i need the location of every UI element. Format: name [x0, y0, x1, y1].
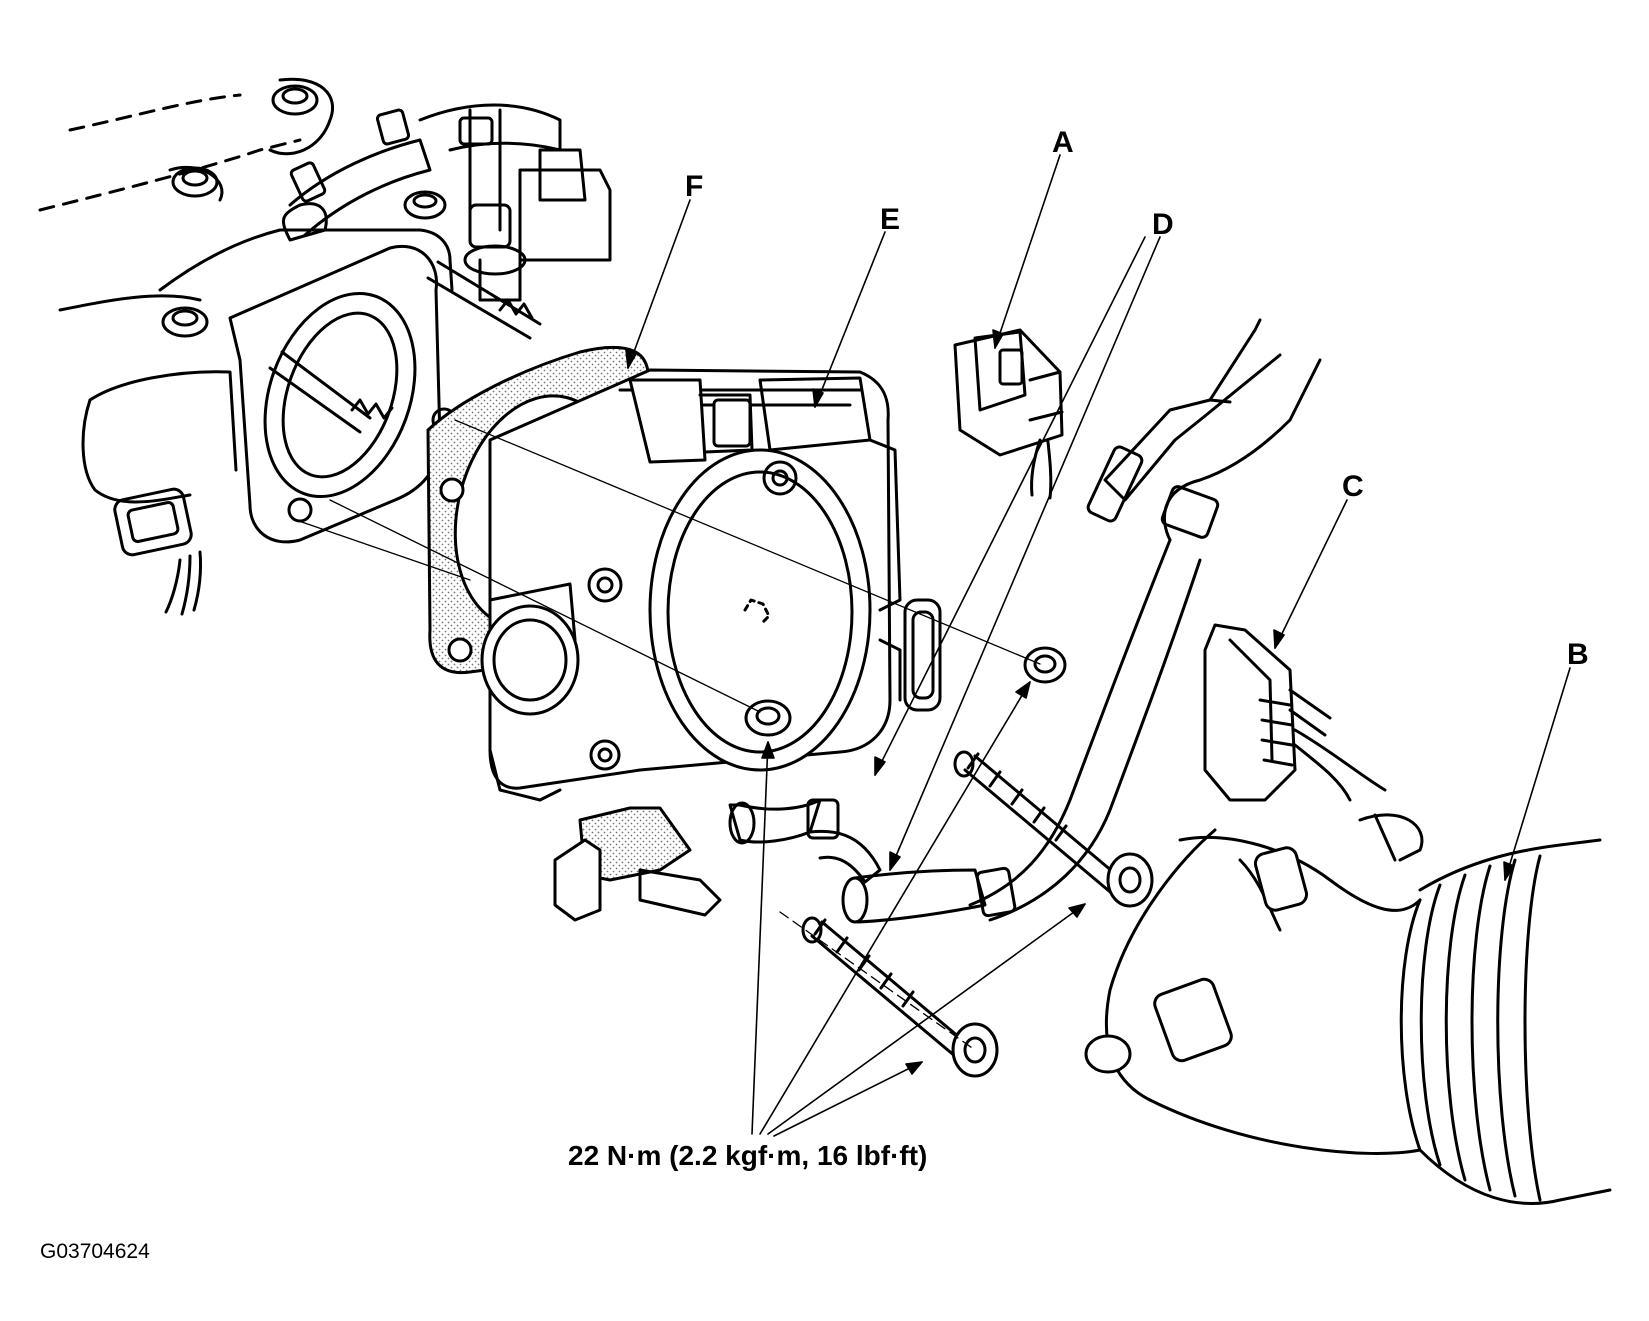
- connector-a: [953, 328, 1064, 500]
- callout-c-label: C: [1342, 470, 1364, 503]
- coolant-hoses: [728, 318, 1322, 924]
- figure-id: G03704624: [40, 1240, 150, 1263]
- callout-e-label: E: [880, 203, 901, 236]
- connector-c: [1203, 623, 1387, 802]
- callout-f-label: F: [685, 170, 704, 203]
- callout-b-label: B: [1567, 638, 1589, 671]
- leader-lines: [625, 154, 1571, 1137]
- callout-a-label: A: [1052, 126, 1074, 159]
- intake-air-duct: [1084, 813, 1612, 1205]
- fasteners: [295, 419, 1154, 1078]
- throttle-body: [480, 368, 942, 922]
- callout-d-label: D: [1152, 208, 1174, 241]
- torque-specification: 22 N·m (2.2 kgf·m, 16 lbf·ft): [568, 1140, 928, 1171]
- intake-manifold: [38, 77, 612, 616]
